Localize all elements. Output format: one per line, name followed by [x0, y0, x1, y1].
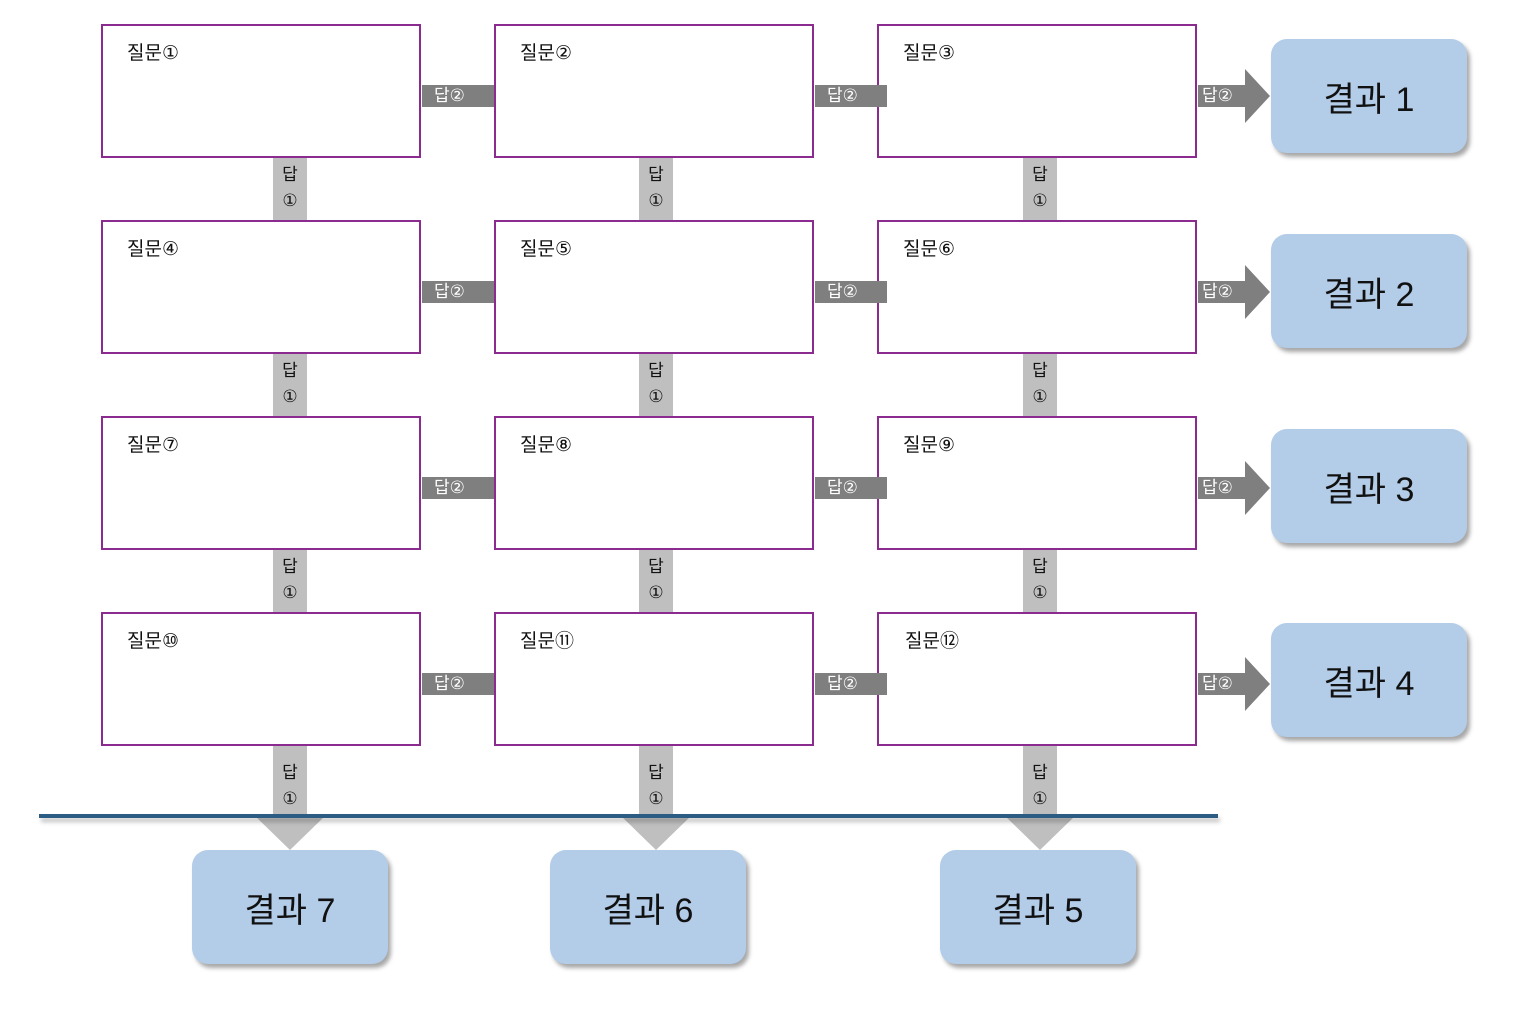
answer-2-label: 답② — [1202, 86, 1233, 106]
question-box: 질문⑤ — [494, 220, 814, 354]
answer-2-connector: 답② — [815, 477, 887, 499]
question-label: 질문③ — [903, 42, 955, 64]
question-label: 질문⑫ — [905, 630, 959, 652]
answer-2-connector: 답② — [815, 85, 887, 107]
answer-1-label-line1: 답 — [648, 361, 664, 381]
answer-1-label-line1: 답 — [648, 763, 664, 783]
question-box: 질문⑨ — [877, 416, 1197, 550]
answer-1-arrow — [1004, 746, 1076, 850]
divider-line — [39, 814, 1218, 818]
question-box: 질문⑧ — [494, 416, 814, 550]
answer-1-label-line2: ① — [648, 387, 664, 407]
answer-1-label-line1: 답 — [282, 165, 298, 185]
result-box-2: 결과 2 — [1271, 234, 1467, 348]
answer-1-label-line2: ① — [282, 583, 298, 603]
answer-2-arrow — [1198, 69, 1270, 123]
answer-2-connector: 답② — [815, 673, 887, 695]
answer-2-connector: 답② — [422, 85, 494, 107]
answer-1-label-line1: 답 — [282, 557, 298, 577]
result-box-3: 결과 3 — [1271, 429, 1467, 543]
answer-1-label-line1: 답 — [1032, 763, 1048, 783]
answer-1-label-line2: ① — [1032, 789, 1048, 809]
answer-1-label-line1: 답 — [282, 763, 298, 783]
answer-2-arrow — [1198, 265, 1270, 319]
question-label: 질문④ — [127, 238, 179, 260]
answer-1-label-line1: 답 — [648, 557, 664, 577]
result-box-6: 결과 6 — [550, 850, 746, 964]
answer-2-label: 답② — [1202, 478, 1233, 498]
answer-1-label-line2: ① — [282, 387, 298, 407]
question-label: 질문② — [520, 42, 572, 64]
question-box: 질문⑩ — [101, 612, 421, 746]
answer-2-connector: 답② — [422, 673, 494, 695]
answer-2-connector: 답② — [815, 281, 887, 303]
answer-2-label: 답② — [1202, 282, 1233, 302]
answer-1-label-line1: 답 — [1032, 557, 1048, 577]
answer-1-label-line2: ① — [282, 789, 298, 809]
answer-2-arrow — [1198, 657, 1270, 711]
answer-1-label-line1: 답 — [282, 361, 298, 381]
answer-2-label: 답② — [1202, 674, 1233, 694]
answer-1-label-line1: 답 — [1032, 165, 1048, 185]
question-label: 질문⑩ — [127, 630, 179, 652]
answer-1-arrow — [620, 746, 692, 850]
answer-2-connector: 답② — [422, 281, 494, 303]
answer-1-label-line2: ① — [1032, 387, 1048, 407]
question-box: 질문① — [101, 24, 421, 158]
question-label: 질문⑦ — [127, 434, 179, 456]
result-box-7: 결과 7 — [192, 850, 388, 964]
result-box-1: 결과 1 — [1271, 39, 1467, 153]
question-label: 질문⑧ — [520, 434, 572, 456]
answer-1-label-line2: ① — [282, 191, 298, 211]
answer-1-label-line2: ① — [1032, 191, 1048, 211]
answer-1-label-line2: ① — [648, 789, 664, 809]
question-label: 질문⑤ — [520, 238, 572, 260]
question-box: 질문② — [494, 24, 814, 158]
answer-1-label-line2: ① — [648, 191, 664, 211]
answer-2-connector: 답② — [422, 477, 494, 499]
question-label: 질문⑨ — [903, 434, 955, 456]
question-box: 질문⑥ — [877, 220, 1197, 354]
question-label: 질문⑪ — [520, 630, 574, 652]
answer-2-arrow — [1198, 461, 1270, 515]
question-box: 질문③ — [877, 24, 1197, 158]
answer-1-arrow — [254, 746, 326, 850]
question-box: 질문④ — [101, 220, 421, 354]
answer-1-label-line2: ① — [1032, 583, 1048, 603]
question-box: 질문⑦ — [101, 416, 421, 550]
question-box: 질문⑪ — [494, 612, 814, 746]
question-label: 질문① — [127, 42, 179, 64]
answer-1-label-line2: ① — [648, 583, 664, 603]
result-box-4: 결과 4 — [1271, 623, 1467, 737]
question-label: 질문⑥ — [903, 238, 955, 260]
question-box: 질문⑫ — [877, 612, 1197, 746]
result-box-5: 결과 5 — [940, 850, 1136, 964]
answer-1-label-line1: 답 — [648, 165, 664, 185]
answer-1-label-line1: 답 — [1032, 361, 1048, 381]
